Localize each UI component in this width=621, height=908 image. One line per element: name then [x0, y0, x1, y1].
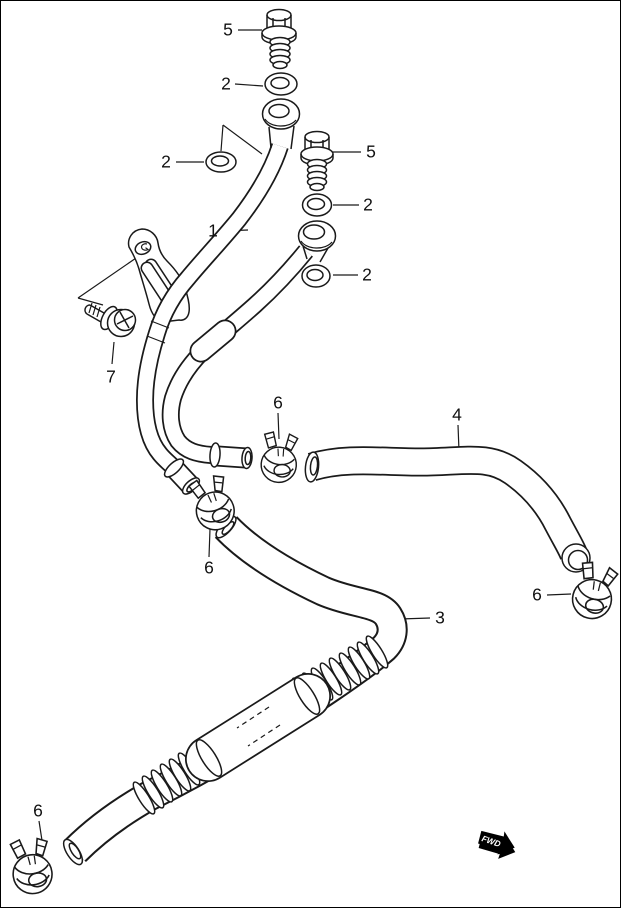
banjo-eye-top: [261, 98, 301, 150]
callout-6-clamp-mid-upper: 6: [273, 392, 283, 413]
callout-4-hose: 4: [452, 404, 462, 425]
bracket-bolt-7: [84, 302, 137, 338]
banjo-eye-lower: [297, 220, 337, 263]
fwd-arrow: FWD: [478, 830, 516, 859]
callout-6-clamp-mid-lower: 6: [204, 557, 214, 578]
callout-6-clamp-right: 6: [532, 584, 542, 605]
washer-top: [264, 72, 298, 96]
callout-2-right-lower: 2: [362, 264, 372, 285]
callout-5-top: 5: [223, 19, 233, 40]
hose-1-assembly: [135, 98, 337, 495]
callout-2-top: 2: [221, 73, 231, 94]
hose-3-protector-sleeve: [185, 673, 331, 782]
callout-2-left: 2: [161, 151, 171, 172]
clamp-mid-upper: [259, 430, 300, 485]
hose-1-sleeve: [189, 319, 237, 363]
callout-1-hose: 1: [208, 220, 218, 241]
clamp-bottom-left: [7, 835, 56, 897]
callout-6-clamp-bottom: 6: [33, 800, 43, 821]
union-bolt-right: [300, 130, 334, 192]
hose-1-fitting-upper: [209, 442, 253, 470]
callout-5-right: 5: [366, 141, 376, 162]
washer-left: [205, 151, 237, 173]
washer-right-lower: [301, 264, 331, 288]
callout-2-right-upper: 2: [363, 194, 373, 215]
union-bolt-top: [261, 8, 297, 70]
washer-right-upper: [301, 193, 333, 217]
hose-tape-marks: [146, 320, 170, 344]
callout-3-hose: 3: [435, 607, 445, 628]
hose-4: [304, 445, 591, 573]
callout-7-bolt: 7: [106, 366, 116, 387]
hose-3: [62, 515, 408, 866]
